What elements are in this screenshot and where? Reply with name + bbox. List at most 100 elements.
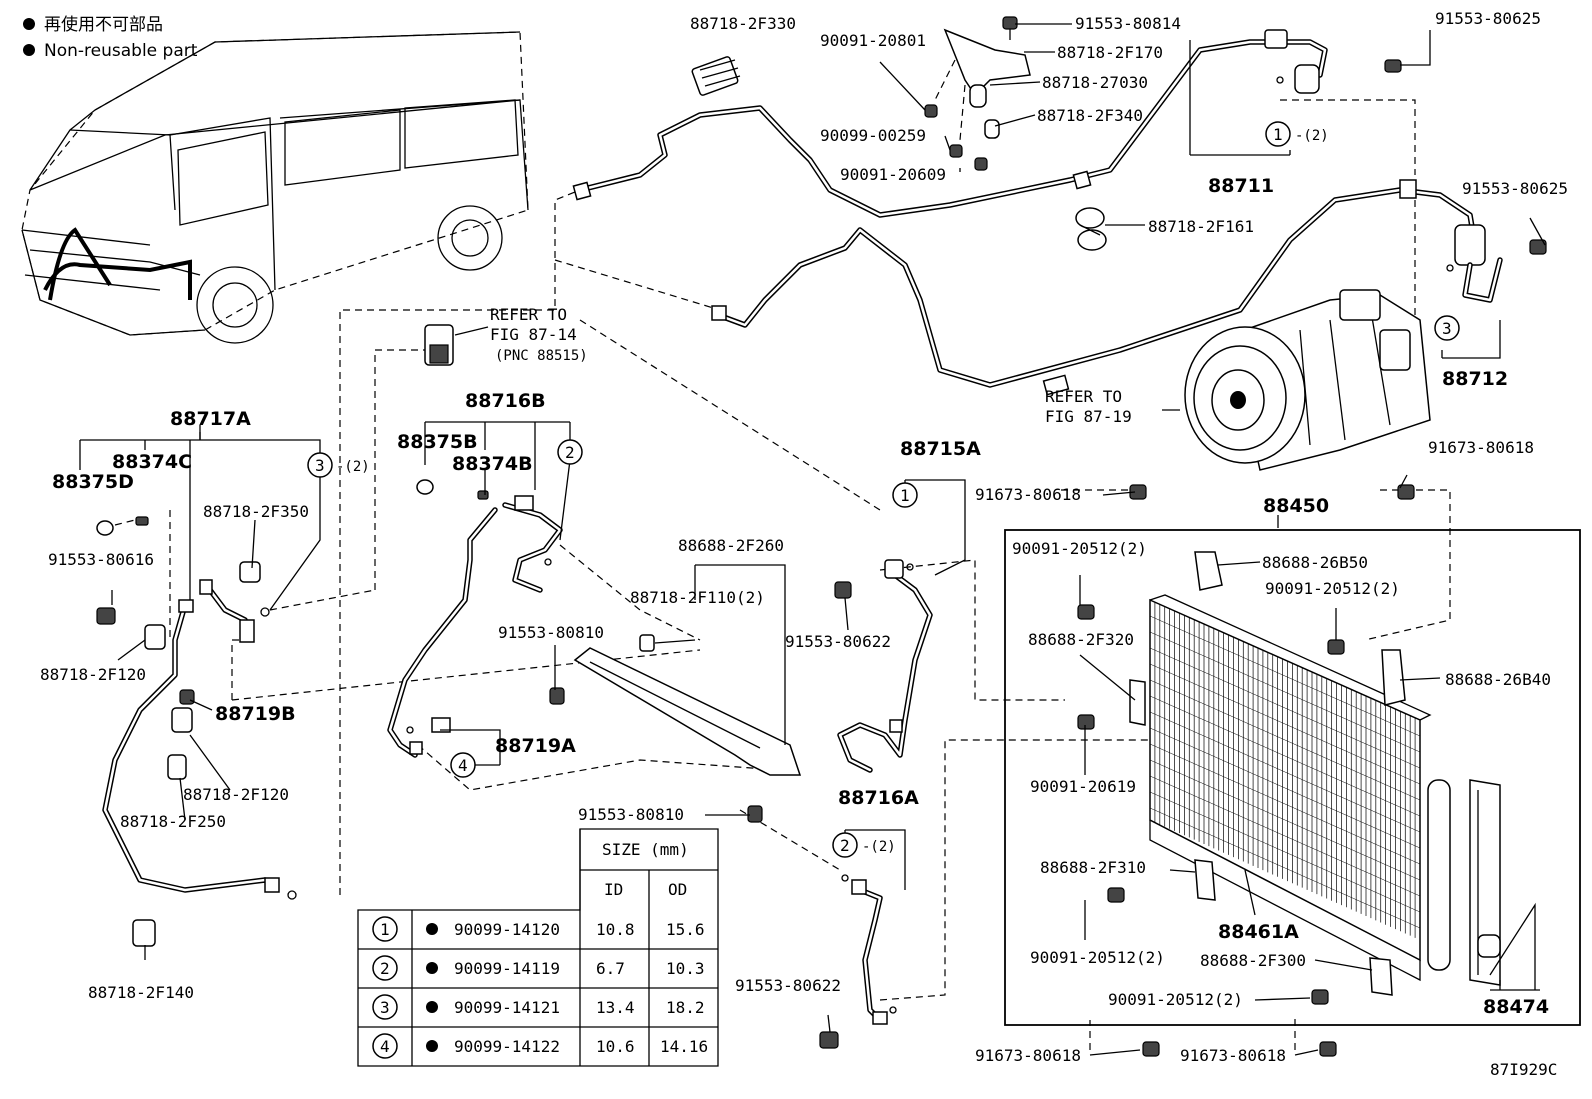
label-90091-20512: 90091-20512(2): [1108, 990, 1243, 1009]
label-90091-20512: 90091-20512(2): [1012, 539, 1147, 558]
label-88375B: 88375B: [397, 431, 478, 453]
table-row: 3 90099-14121 13.4 18.2: [372, 994, 705, 1020]
table-row-od: 18.2: [666, 998, 705, 1017]
pipe-88715A: [834, 559, 933, 773]
label-90091-20801: 90091-20801: [820, 31, 926, 50]
label-88688-26B50: 88688-26B50: [1262, 553, 1368, 572]
part-labels: 88718-2F330 90091-20801 91553-80814 8871…: [40, 9, 1568, 1079]
label-91553-80625: 91553-80625: [1462, 179, 1568, 198]
table-row-part: 90099-14121: [454, 998, 560, 1017]
clamp-88718-2F330-icon: [691, 56, 741, 96]
label-88718-27030: 88718-27030: [1042, 73, 1148, 92]
bullet-icon: [23, 44, 35, 56]
label-88718-2F170: 88718-2F170: [1057, 43, 1163, 62]
table-header-od: OD: [668, 880, 687, 899]
label-91673-80618: 91673-80618: [1428, 438, 1534, 457]
label-88718-2F340: 88718-2F340: [1037, 106, 1143, 125]
label-88716A: 88716A: [838, 787, 919, 809]
clamp-88718-2F161-icon: [1075, 207, 1107, 251]
legend: 再使用不可部品 Non-reusable part: [23, 14, 198, 61]
o-ring-icon: [1276, 76, 1284, 84]
callout-2: 2: [565, 443, 575, 462]
dashed-leaders: [231, 99, 1451, 1050]
pipe-88712-assembly: [711, 179, 1503, 396]
label-88718-2F140: 88718-2F140: [88, 983, 194, 1002]
callout-2: 2: [840, 836, 850, 855]
table-row-od: 15.6: [666, 920, 705, 939]
small-parts-left: [96, 510, 261, 947]
compressor-illustration: [1184, 289, 1431, 471]
table-row-ref: 4: [380, 1037, 390, 1056]
pipe-88716A: [819, 874, 897, 1049]
condenser-88450: [1004, 484, 1581, 1057]
label-88374B: 88374B: [452, 453, 533, 475]
label-90091-20512: 90091-20512(2): [1265, 579, 1400, 598]
label-91553-80810: 91553-80810: [498, 623, 604, 642]
table-row-id: 10.6: [596, 1037, 635, 1056]
table-row-od: 14.16: [660, 1037, 708, 1056]
table-header-size: SIZE (mm): [602, 840, 689, 859]
table-row: 2 90099-14119 6.7 10.3: [372, 955, 705, 981]
label-88718-2F350: 88718-2F350: [203, 502, 309, 521]
label-88450: 88450: [1263, 495, 1329, 517]
table-row-ref: 1: [380, 920, 390, 939]
callout-4: 4: [458, 756, 468, 775]
circle-callouts: 1 -(2) 3 3 -(2) 2 4 1 2 -(2): [307, 121, 1460, 858]
bullet-icon: [23, 18, 35, 30]
table-row-ref: 2: [380, 959, 390, 978]
table-row-part: 90099-14122: [454, 1037, 560, 1056]
non-reusable-bullet-icon: [426, 1040, 438, 1052]
label-88688-2F260: 88688-2F260: [678, 536, 784, 555]
label-88712: 88712: [1442, 368, 1508, 390]
label-91673-80618: 91673-80618: [1180, 1046, 1286, 1065]
label-91553-80814: 91553-80814: [1075, 14, 1181, 33]
table-header-id: ID: [604, 880, 623, 899]
van-illustration: [21, 31, 529, 344]
label-88374C: 88374C: [112, 451, 192, 473]
label-90091-20619: 90091-20619: [1030, 777, 1136, 796]
table-row-id: 6.7: [596, 959, 625, 978]
bracket-88688-2F260-icon: [549, 634, 802, 823]
label-90091-20609: 90091-20609: [840, 165, 946, 184]
non-reusable-bullet-icon: [426, 962, 438, 974]
label-90091-20512: 90091-20512(2): [1030, 948, 1165, 967]
label-88718-2F250: 88718-2F250: [120, 812, 226, 831]
table-row: 4 90099-14122 10.6 14.16: [372, 1033, 708, 1059]
label-90099-00259: 90099-00259: [820, 126, 926, 145]
pipe-88716B: [387, 479, 563, 758]
table-row-part: 90099-14119: [454, 959, 560, 978]
legend-jp: 再使用不可部品: [44, 14, 163, 35]
callout-3: 3: [315, 456, 325, 475]
non-reusable-bullet-icon: [426, 923, 438, 935]
o-ring-icon: [1446, 264, 1454, 272]
qty-label: -(2): [1295, 128, 1329, 144]
bolt-icon: [1384, 59, 1402, 73]
refer-to-label: REFER TO: [1045, 387, 1122, 406]
legend-en: Non-reusable part: [44, 41, 198, 61]
figure-code: 87I929C: [1490, 1060, 1557, 1079]
label-91673-80618: 91673-80618: [975, 1046, 1081, 1065]
label-91553-80622: 91553-80622: [735, 976, 841, 995]
table-row-od: 10.3: [666, 959, 705, 978]
label-88718-2F110: 88718-2F110(2): [630, 588, 765, 607]
callout-1: 1: [900, 486, 910, 505]
label-91553-80810: 91553-80810: [578, 805, 684, 824]
label-88717A: 88717A: [170, 408, 251, 430]
callout-1: 1: [1273, 125, 1283, 144]
bracket-88718-2F170-icon: [924, 16, 1031, 171]
label-91673-80618: 91673-80618: [975, 485, 1081, 504]
non-reusable-bullet-icon: [426, 1001, 438, 1013]
label-88474: 88474: [1483, 996, 1549, 1018]
label-88688-26B40: 88688-26B40: [1445, 670, 1551, 689]
label-88711: 88711: [1208, 175, 1274, 197]
label-88718-2F120: 88718-2F120: [40, 665, 146, 684]
pipe-88717A: [102, 579, 297, 900]
label-88719B: 88719B: [215, 703, 296, 725]
refer-pnc-label: (PNC 88515): [495, 348, 588, 364]
label-88718-2F161: 88718-2F161: [1148, 217, 1254, 236]
pipe-88711-assembly: [572, 29, 1328, 218]
label-88716B: 88716B: [465, 390, 546, 412]
label-91553-80616: 91553-80616: [48, 550, 154, 569]
table-row-ref: 3: [380, 998, 390, 1017]
